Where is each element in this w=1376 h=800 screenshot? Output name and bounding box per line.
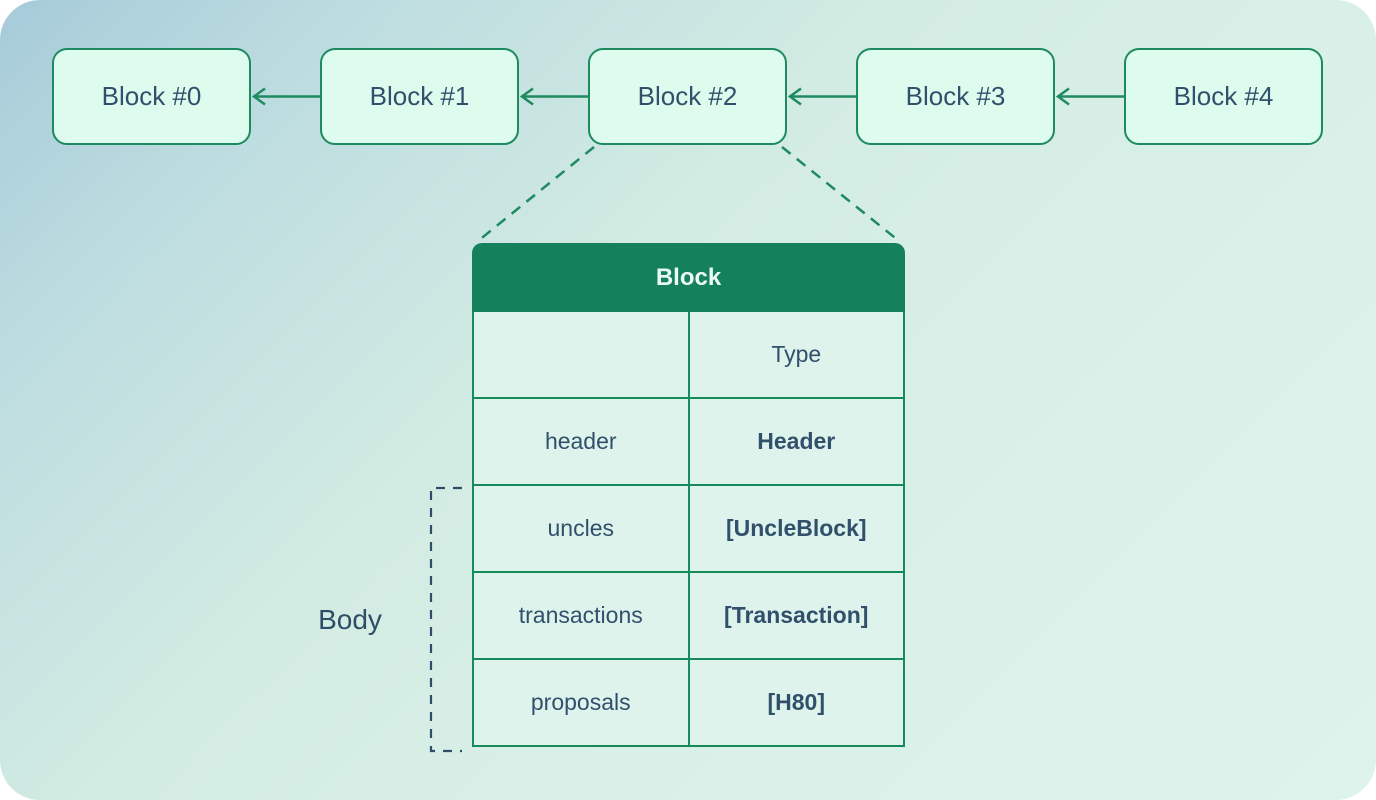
expand-connector-left-line bbox=[477, 146, 595, 242]
table-row: transactions [Transaction] bbox=[474, 571, 903, 658]
block-detail-table: Block Type header Header uncles [UncleBl… bbox=[472, 243, 905, 747]
table-cell-type: [Transaction] bbox=[689, 573, 903, 658]
block-node-1: Block #1 bbox=[320, 48, 519, 145]
table-cell-type: [H80] bbox=[689, 660, 903, 745]
arrow-left-icon bbox=[1055, 87, 1124, 106]
table-cell-field: header bbox=[474, 399, 690, 484]
table-cell-field: proposals bbox=[474, 660, 690, 745]
block-node-0: Block #0 bbox=[52, 48, 251, 145]
table-cell-field: transactions bbox=[474, 573, 690, 658]
table-body: Type header Header uncles [UncleBlock] t… bbox=[472, 312, 905, 747]
table-row: uncles [UncleBlock] bbox=[474, 484, 903, 571]
table-cell-type-header: Type bbox=[689, 312, 903, 397]
block-label: Block #3 bbox=[905, 81, 1006, 111]
table-row-column-headers: Type bbox=[474, 312, 903, 397]
arrow-left-icon bbox=[251, 87, 320, 106]
block-label: Block #0 bbox=[101, 81, 202, 111]
block-node-2: Block #2 bbox=[588, 48, 787, 145]
block-node-3: Block #3 bbox=[856, 48, 1055, 145]
table-cell-type: [UncleBlock] bbox=[689, 486, 903, 571]
block-label: Block #1 bbox=[369, 81, 470, 111]
block-label: Block #2 bbox=[637, 81, 738, 111]
table-cell-field: uncles bbox=[474, 486, 690, 571]
block-node-4: Block #4 bbox=[1124, 48, 1323, 145]
expand-connector-right-line bbox=[781, 146, 900, 242]
table-row: header Header bbox=[474, 397, 903, 484]
block-label: Block #4 bbox=[1173, 81, 1274, 111]
table-cell-field-header bbox=[474, 312, 690, 397]
arrow-left-icon bbox=[787, 87, 856, 106]
table-cell-type: Header bbox=[689, 399, 903, 484]
arrow-left-icon bbox=[519, 87, 588, 106]
body-label: Body bbox=[318, 604, 382, 635]
table-title: Block bbox=[472, 243, 905, 312]
body-bracket bbox=[429, 486, 462, 753]
table-row: proposals [H80] bbox=[474, 658, 903, 745]
